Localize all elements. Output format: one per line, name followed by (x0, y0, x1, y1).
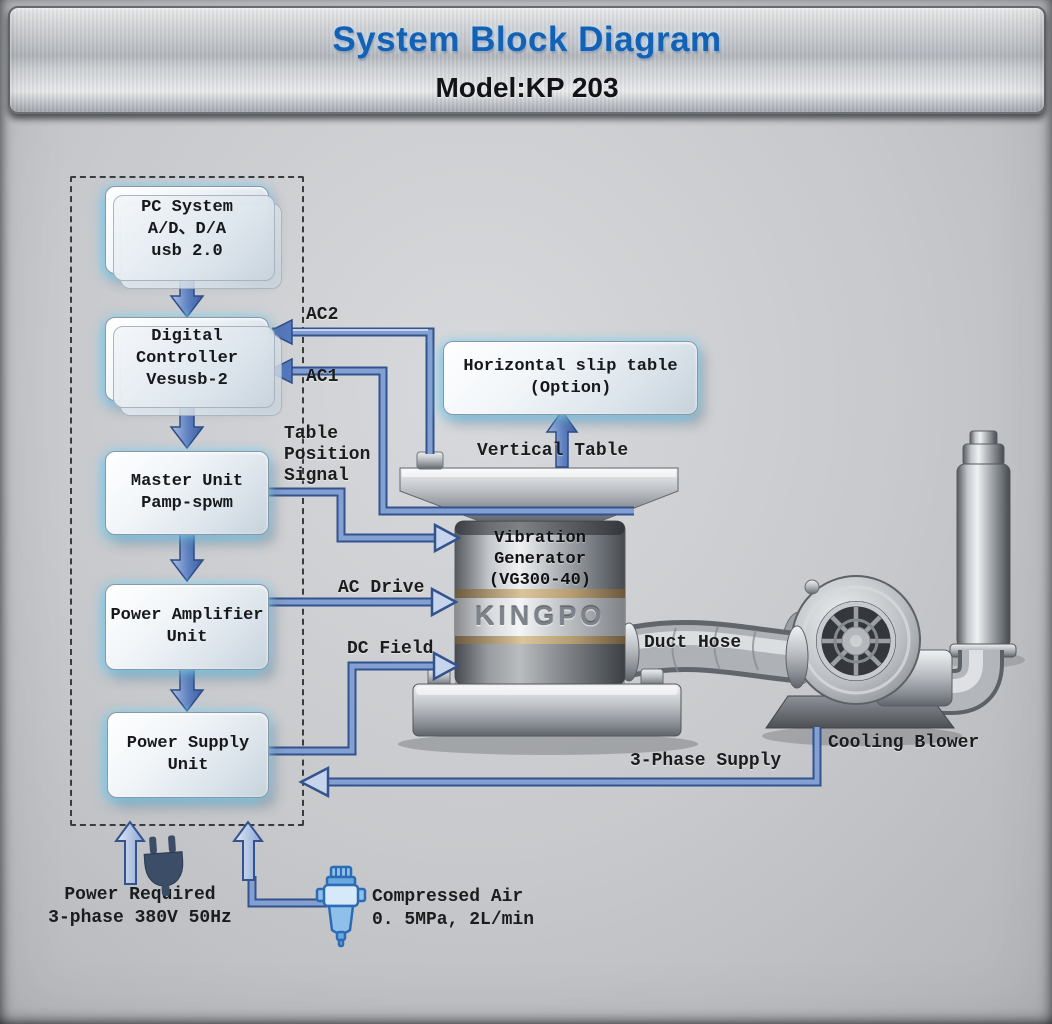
air-filter-icon (315, 865, 367, 948)
page-title: System Block Diagram (332, 20, 722, 59)
block-line: Power Amplifier (110, 606, 264, 625)
wire-ac-drive (268, 586, 459, 618)
label-ac2: AC2 (306, 305, 339, 325)
wire-ac2 (266, 318, 435, 454)
label-duct-hose: Duct Hose (644, 633, 742, 653)
label-ac-drive: AC Drive (338, 578, 425, 598)
note-line: 0. 5MPa, 2L/min (372, 910, 535, 930)
block-line: Power Supply (126, 734, 250, 753)
note-power-required: Power Required 3-phase 380V 50Hz (15, 884, 265, 930)
block-digital-controller: Digital Controller Vesusb-2 (105, 317, 282, 416)
vibration-generator-art (412, 520, 682, 737)
label-ac1: AC1 (306, 367, 339, 387)
block-line: A/D、D/A (147, 220, 227, 239)
note-compressed-air: Compressed Air 0. 5MPa, 2L/min (372, 886, 534, 932)
flow-arrow-master-to-amplifier (169, 533, 205, 583)
label-dc-field: DC Field (347, 639, 434, 659)
label-line: Table (284, 424, 339, 444)
block-line: Unit (166, 628, 208, 647)
label-three-phase-supply: 3-Phase Supply (630, 751, 782, 771)
block-power-supply: Power Supply Unit (107, 712, 269, 798)
wire-compressed-air (247, 876, 332, 908)
block-master-unit: Master Unit Pamp-spwm (105, 451, 269, 535)
block-line: Horizontal slip table (463, 357, 678, 376)
block-line: usb 2.0 (151, 242, 223, 261)
generator-line: Vibration (494, 529, 586, 548)
note-line: 3-phase 380V 50Hz (48, 908, 232, 928)
block-line: (Option) (529, 379, 612, 398)
header-plate: System Block Diagram Model:KP 203 (8, 6, 1046, 114)
label-line: Position (284, 445, 371, 465)
fan-spokes (822, 607, 890, 675)
label-vertical-table: Vertical Table (477, 441, 629, 461)
generator-line: (VG300-40) (488, 571, 592, 590)
flow-arrow-air-in (232, 820, 264, 881)
flow-arrow-power-in (114, 820, 146, 885)
block-line: Vesusb-2 (146, 371, 228, 390)
block-pc-system: PC System A/D、D/A usb 2.0 (105, 186, 282, 289)
block-horizontal-slip-table: Horizontal slip table (Option) (443, 341, 698, 415)
flow-arrow-vertical-table (545, 409, 579, 468)
label-cooling-blower: Cooling Blower (828, 733, 980, 753)
brand-nameplate: KINGPO (474, 601, 606, 631)
block-line: Digital (151, 327, 223, 346)
generator-line: Generator (494, 550, 586, 569)
wire-table-position-signal (268, 487, 462, 554)
duct-hose-art (618, 619, 809, 689)
model-subtitle: Model:KP 203 (435, 72, 619, 103)
label-table-position-signal: Table Position Signal (284, 424, 370, 487)
block-line: Unit (167, 756, 209, 775)
system-boundary (70, 176, 304, 826)
block-line: Pamp-spwm (141, 494, 233, 513)
note-line: Compressed Air (372, 887, 524, 907)
block-line: Controller (135, 349, 239, 368)
power-plug-icon (143, 835, 184, 897)
wire-three-phase-supply (298, 727, 822, 799)
block-power-amplifier: Power Amplifier Unit (105, 584, 269, 670)
label-line: Signal (284, 466, 349, 486)
flow-arrow-amplifier-to-supply (169, 667, 205, 713)
block-line: Master Unit (130, 472, 244, 491)
generator-label: Vibration Generator (VG300-40) (455, 528, 625, 591)
wire-dc-field (267, 650, 461, 756)
block-line: PC System (141, 198, 233, 217)
note-line: Power Required (64, 885, 216, 905)
cooling-blower-art (765, 575, 955, 729)
